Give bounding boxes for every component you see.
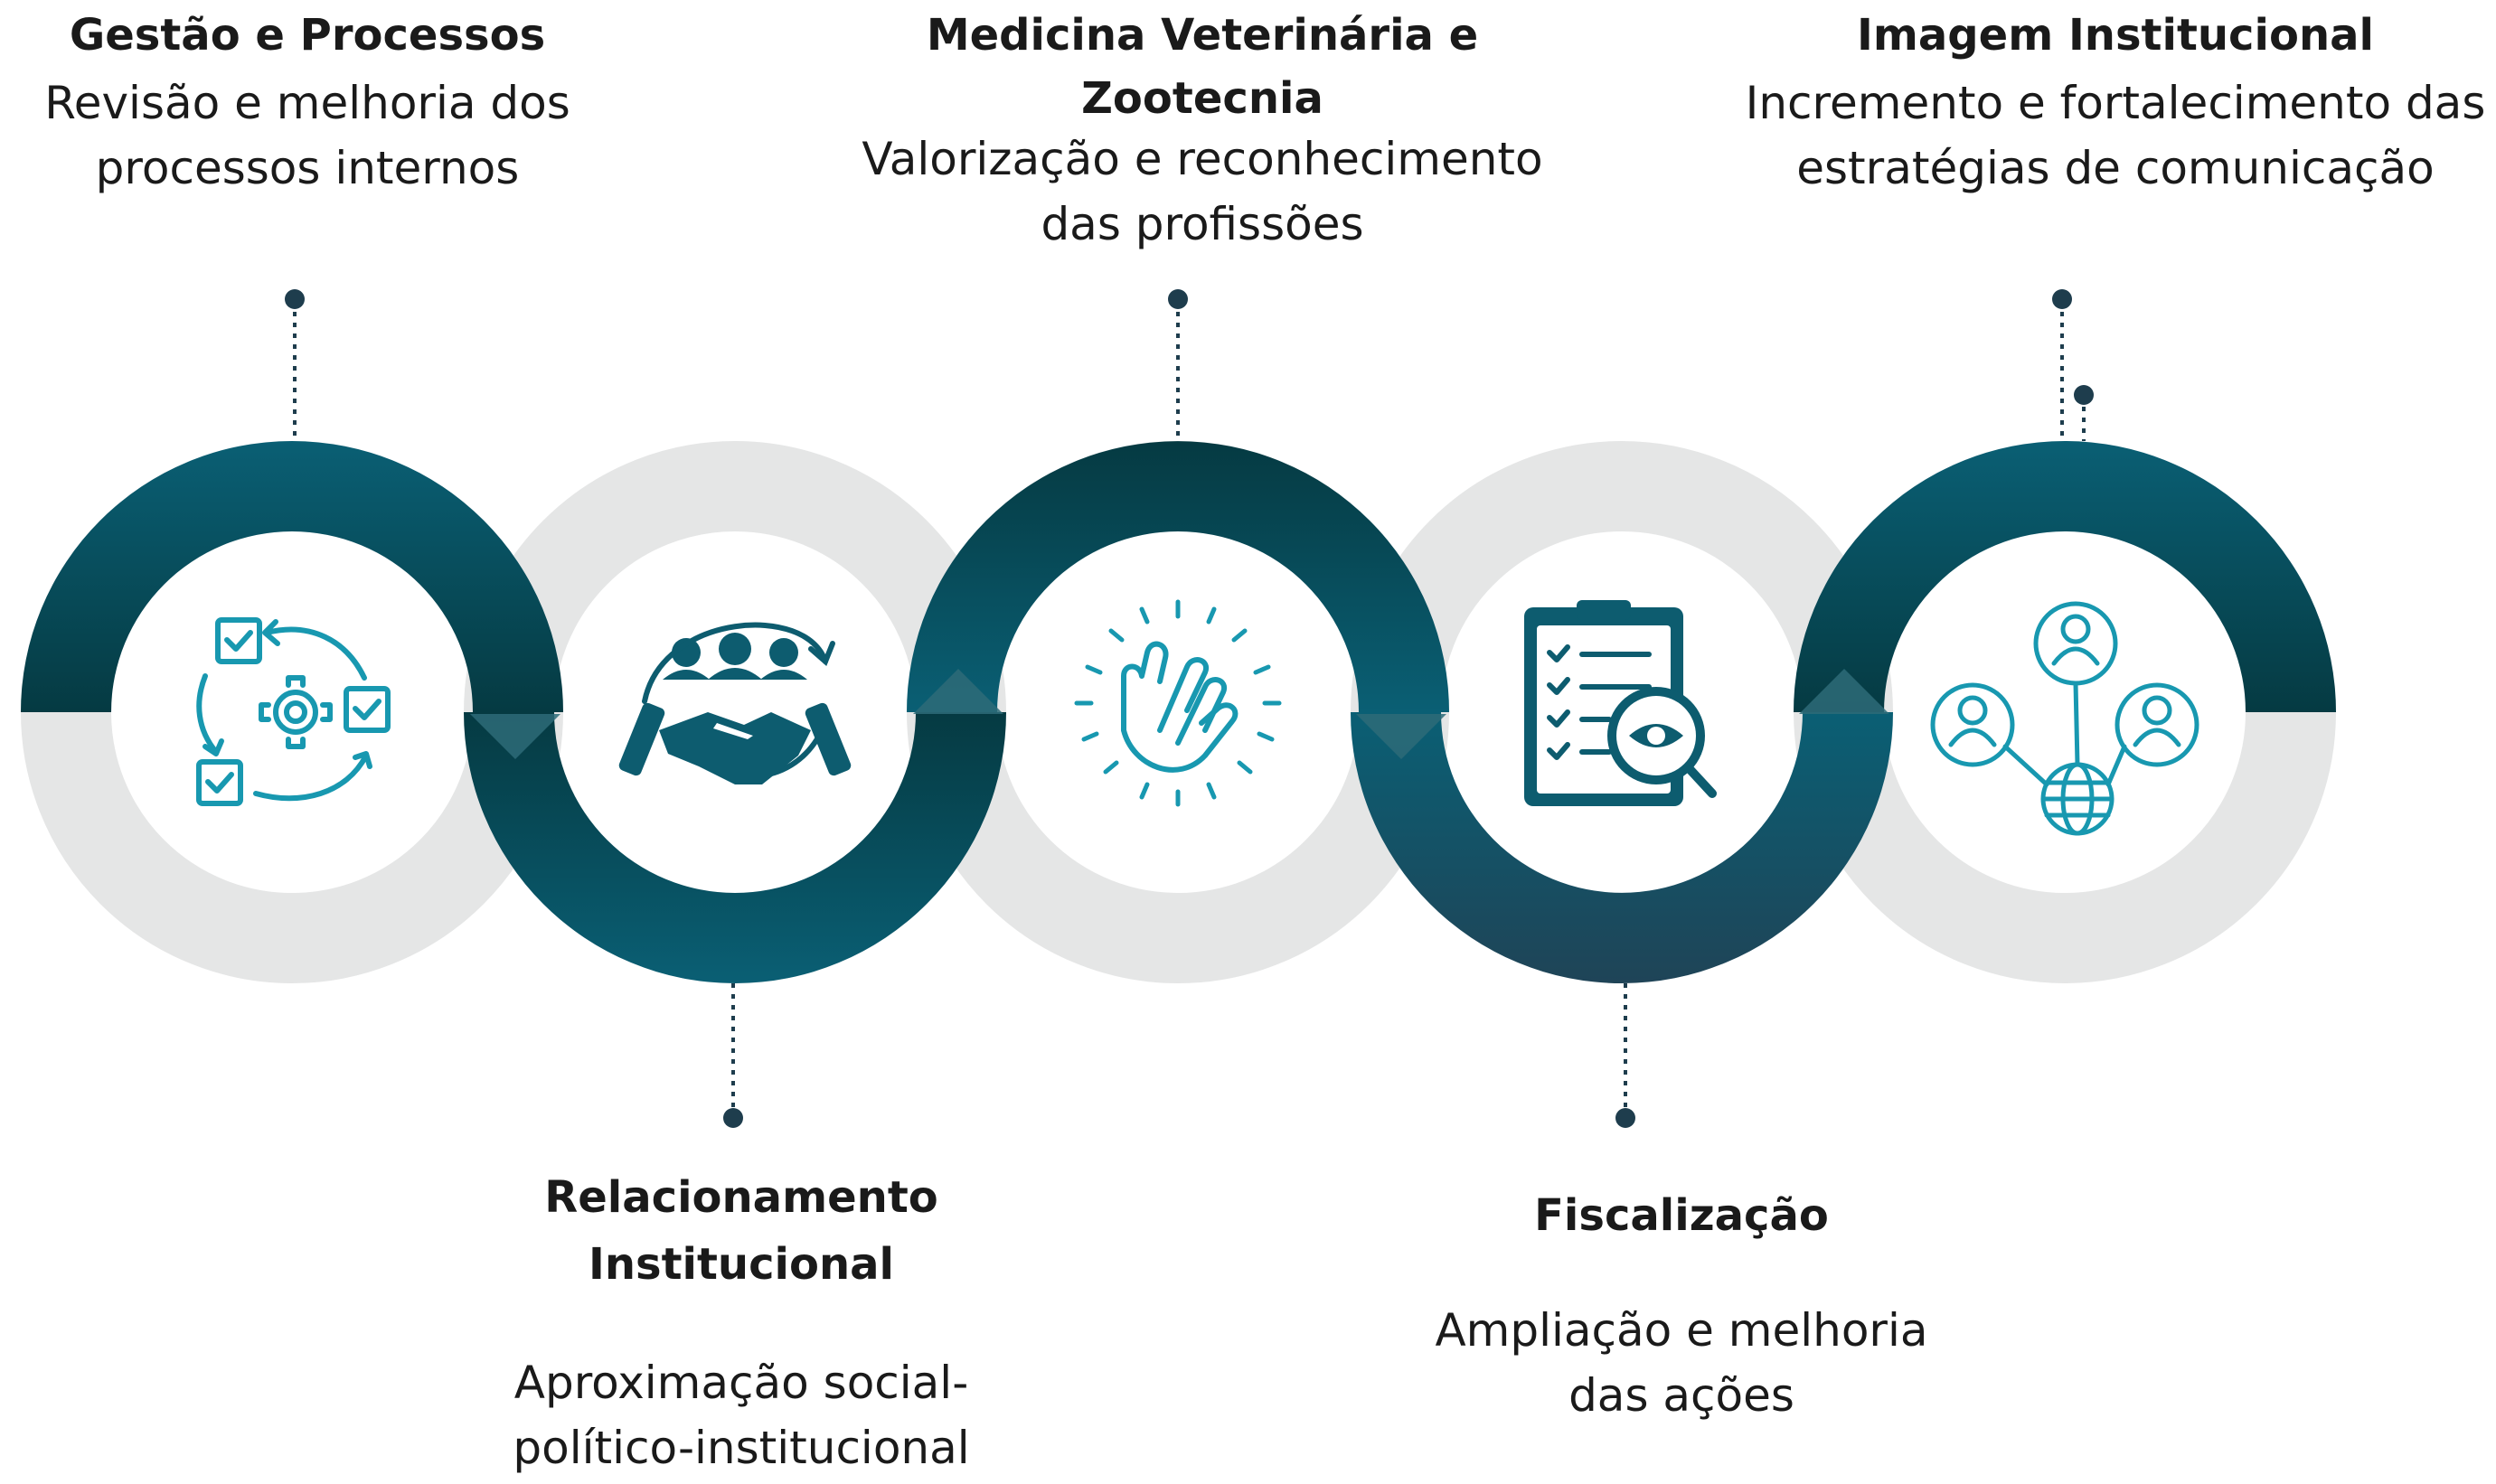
teal-arc-4 bbox=[1351, 712, 1893, 983]
step-2-description: Aproximação social- político-institucion… bbox=[452, 1350, 1031, 1480]
step-5-text: Imagem Institucional Incremento e fortal… bbox=[1736, 2, 2495, 201]
joint-arrow-1 bbox=[470, 714, 560, 759]
step-2-text: Relacionamento Institucional Aproximação… bbox=[452, 1164, 1031, 1480]
step-1-description: Revisão e melhoria dos processos interno… bbox=[36, 70, 579, 201]
joint-arrow-3 bbox=[1356, 714, 1446, 759]
step-3-title-line-1: Medicina Veterinária e bbox=[926, 10, 1479, 61]
process-cycle-icon bbox=[196, 617, 391, 806]
step-1-description-line-1: Revisão e melhoria dos bbox=[44, 77, 570, 129]
step-1-description-line-2: processos internos bbox=[95, 142, 520, 194]
teal-arc-5 bbox=[1794, 441, 2336, 712]
handshake-team-icon bbox=[618, 622, 852, 784]
step-1-title: Gestão e Processos bbox=[69, 10, 546, 61]
step-3-title-line-2: Zootecnia bbox=[1081, 73, 1323, 124]
clipboard-inspection-icon bbox=[1524, 600, 1717, 806]
clapping-hands-icon bbox=[1074, 599, 1282, 807]
step-2-description-line-1: Aproximação social- bbox=[513, 1357, 969, 1409]
step-4-text: Fiscalização Ampliação e melhoria das aç… bbox=[1374, 1182, 1989, 1428]
connector-dot-4 bbox=[1615, 1108, 1635, 1128]
joint-arrow-2 bbox=[913, 669, 1003, 714]
step-4-description-line-2: das ações bbox=[1568, 1369, 1794, 1422]
connector-dot-1 bbox=[285, 289, 305, 309]
step-1-text: Gestão e Processos Revisão e melhoria do… bbox=[36, 2, 579, 201]
step-3-text: Medicina Veterinária e Zootecnia Valoriz… bbox=[832, 2, 1573, 257]
step-3-description: Valorização e reconhecimento das profiss… bbox=[832, 127, 1573, 257]
step-5-description-line-1: Incremento e fortalecimento das bbox=[1745, 77, 2486, 129]
step-2-description-line-2: político-institucional bbox=[513, 1422, 970, 1474]
step-4-title: Fiscalização bbox=[1534, 1190, 1829, 1241]
connector-dot-5b bbox=[2074, 385, 2094, 405]
connector-dot-5 bbox=[2052, 289, 2072, 309]
step-3-description-line-1: Valorização e reconhecimento bbox=[862, 133, 1543, 185]
connector-dot-3 bbox=[1168, 289, 1188, 309]
step-4-description: Ampliação e melhoria das ações bbox=[1374, 1298, 1989, 1428]
step-4-description-line-1: Ampliação e melhoria bbox=[1435, 1304, 1928, 1357]
teal-arc-1 bbox=[21, 441, 563, 712]
teal-arc-3 bbox=[907, 441, 1449, 712]
step-2-title-line-2: Institucional bbox=[588, 1239, 894, 1290]
teal-arc-2 bbox=[464, 712, 1006, 983]
step-5-description-line-2: estratégias de comunicação bbox=[1796, 142, 2435, 194]
joint-arrow-4 bbox=[1799, 669, 1889, 714]
step-2-title: Relacionamento Institucional bbox=[452, 1164, 1031, 1298]
step-3-title: Medicina Veterinária e Zootecnia bbox=[832, 2, 1573, 132]
step-3-description-line-2: das profissões bbox=[1041, 198, 1364, 250]
step-2-title-line-1: Relacionamento bbox=[544, 1172, 938, 1223]
step-5-description: Incremento e fortalecimento das estratég… bbox=[1736, 70, 2495, 201]
connector-dot-2 bbox=[723, 1108, 743, 1128]
network-people-icon bbox=[1930, 601, 2199, 836]
step-5-title: Imagem Institucional bbox=[1857, 10, 2374, 61]
